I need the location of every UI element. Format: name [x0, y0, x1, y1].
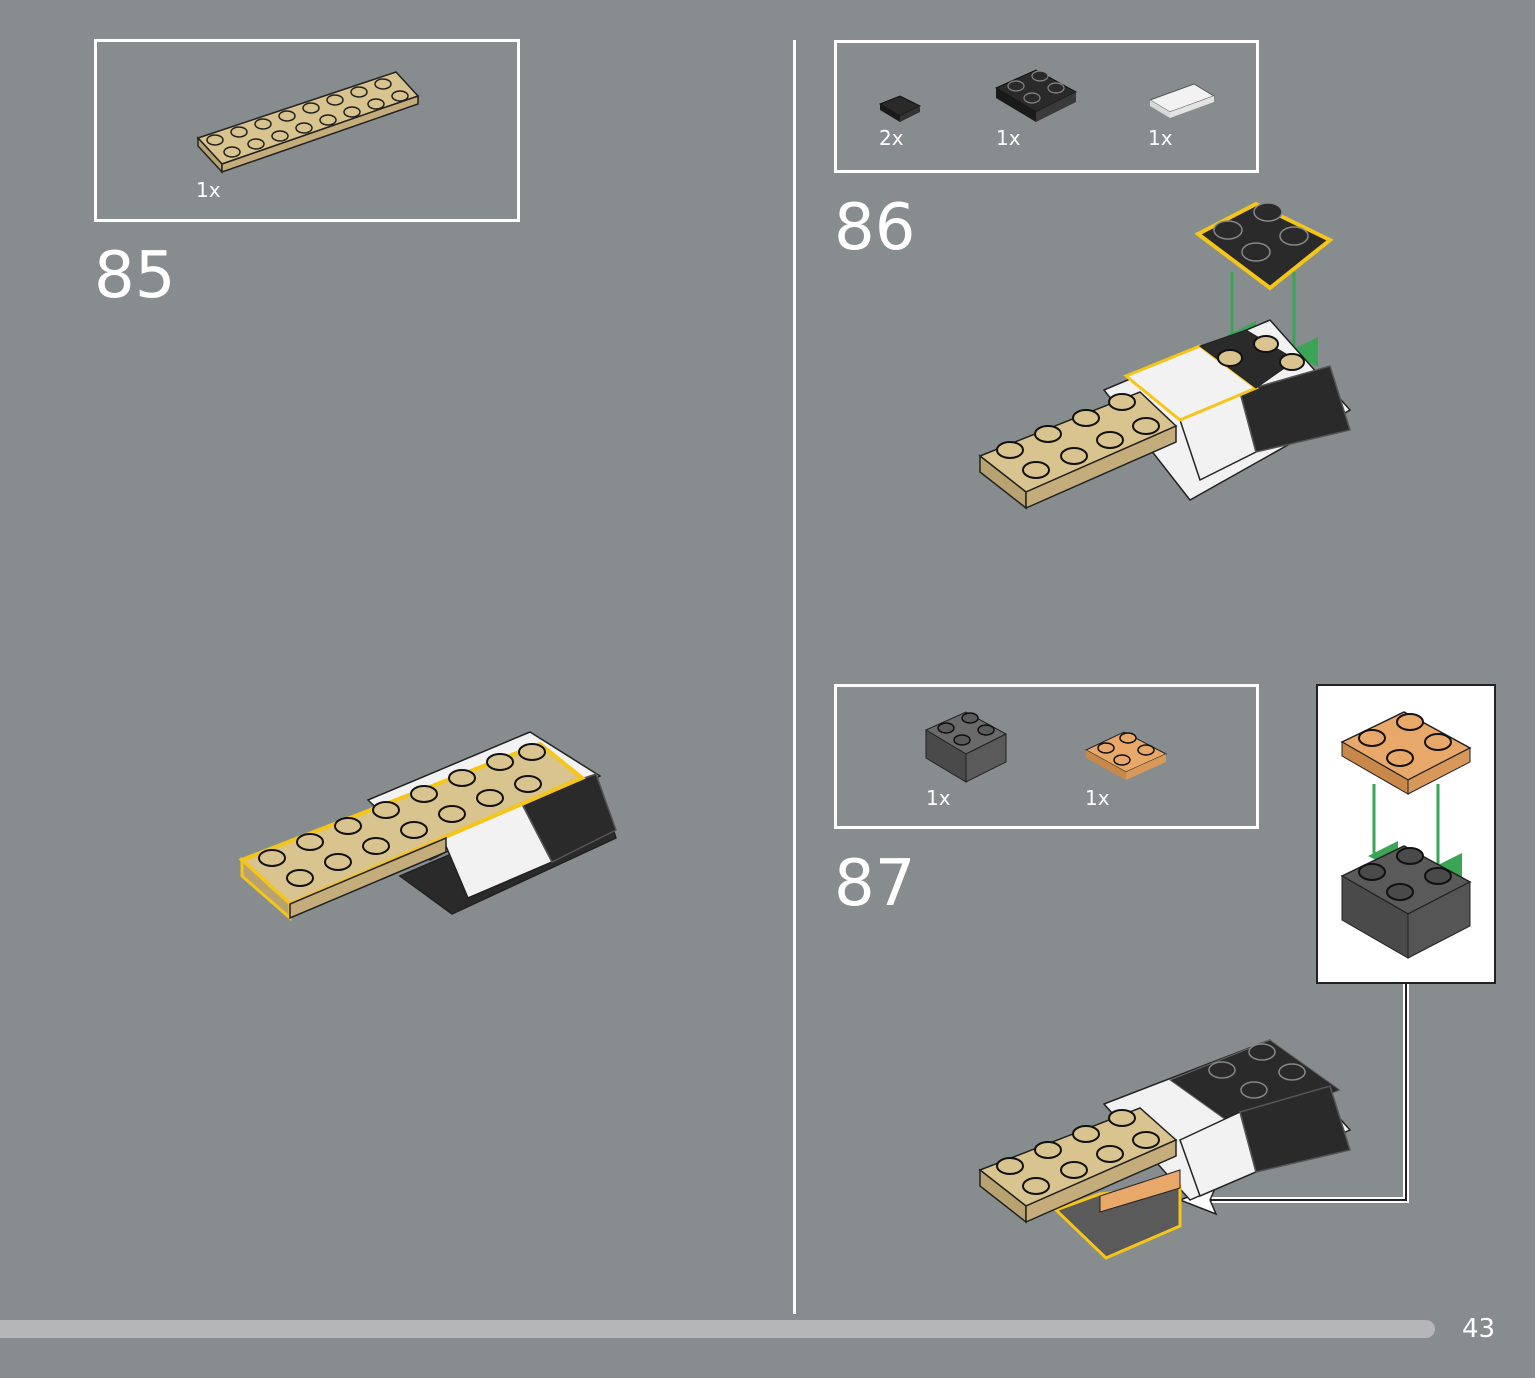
step-number: 85	[94, 239, 176, 313]
part-qty: 1x	[926, 786, 951, 810]
step-number: 87	[834, 847, 916, 921]
step-86-model	[978, 201, 1352, 510]
part-qty: 1x	[1148, 126, 1173, 150]
step-number: 86	[834, 191, 916, 265]
black-2x2-plate-icon	[994, 69, 1078, 122]
tan-2x8-plate-icon	[196, 71, 420, 174]
black-1x1-tile-icon	[878, 95, 922, 122]
step-87-model	[978, 1039, 1352, 1260]
part-qty: 1x	[996, 126, 1021, 150]
page-divider	[793, 40, 796, 1314]
dark-grey-2x2-brick-icon	[924, 711, 1008, 783]
part-qty: 2x	[879, 126, 904, 150]
parts-box-step-87	[834, 684, 1259, 829]
white-1x2-tile-icon	[1148, 83, 1216, 118]
part-qty: 1x	[196, 178, 221, 202]
progress-bar	[0, 1320, 1435, 1338]
part-qty: 1x	[1085, 786, 1110, 810]
step-85-model	[238, 731, 617, 922]
page-number: 43	[1462, 1314, 1496, 1344]
orange-2x2-plate-icon	[1084, 731, 1168, 780]
parts-box-step-86	[834, 40, 1259, 173]
parts-box-step-85	[94, 39, 520, 222]
callout-sub-assembly	[1340, 711, 1472, 959]
